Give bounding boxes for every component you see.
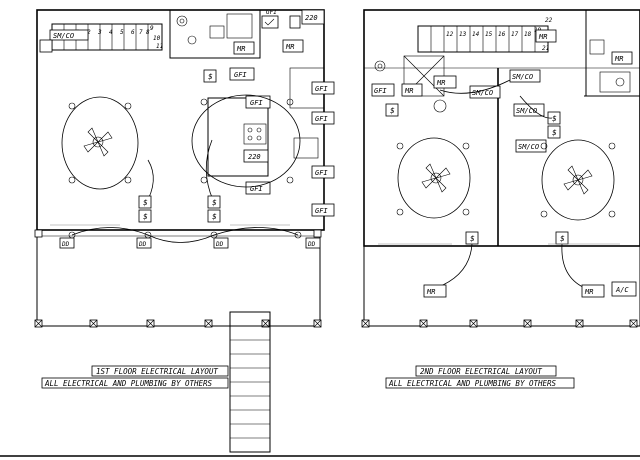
porch-posts	[34, 229, 322, 328]
stair-number: 3	[97, 29, 102, 36]
stair-number: 15	[485, 31, 493, 38]
smoke-co-detector-label: SM/CO	[472, 89, 493, 97]
gfi-label: GFI	[266, 9, 277, 16]
motion-light-label: MR	[426, 288, 435, 296]
gfi-label: GFI	[315, 85, 328, 93]
switch-symbol: $	[212, 212, 217, 221]
ceiling-fan-icon	[421, 163, 451, 193]
stair-number: 7	[139, 29, 143, 36]
stair-number: 11	[156, 43, 163, 50]
stair-number: 22	[545, 17, 553, 24]
stair-number: 21	[542, 45, 549, 52]
balcony-posts	[361, 319, 638, 328]
switch-symbol: $	[143, 212, 148, 221]
second-floor-caption-title: 2ND FLOOR ELECTRICAL LAYOUT	[420, 367, 542, 376]
gfi-label: GFI	[250, 185, 263, 193]
stair-number: 12	[446, 31, 454, 38]
gfi-label: GFI	[315, 169, 328, 177]
dusk-dawn-light-label: DD	[215, 241, 224, 248]
motion-light-label: MR	[614, 55, 623, 63]
dusk-dawn-light-label: DD	[307, 241, 316, 248]
second-floor-plan: 12 13 14 15 16 17 18 19 20 21 22 MR MR M…	[361, 9, 640, 389]
stair-number: 2	[87, 29, 91, 36]
first-floor-porch	[36, 229, 321, 327]
stair-number: 16	[498, 31, 506, 38]
exterior-stairs	[229, 311, 271, 453]
switch-symbol: $	[390, 106, 395, 115]
motion-light-label: MR	[584, 288, 593, 296]
switch-symbol: $	[470, 234, 475, 243]
second-floor-walls	[363, 9, 640, 247]
dusk-dawn-light-label: DD	[61, 241, 70, 248]
switch-symbol: $	[552, 114, 557, 123]
interior-staircase-2: 12 13 14 15 16 17 18 19 20 21 22	[417, 17, 553, 53]
stair-number: 17	[511, 31, 519, 38]
second-floor-caption-note: ALL ELECTRICAL AND PLUMBING BY OTHERS	[388, 379, 557, 388]
stair-number: 6	[131, 29, 135, 36]
gfi-label: GFI	[374, 87, 387, 95]
smoke-co-detector-label: SM/CO	[516, 107, 537, 115]
ceiling-fan-icon	[563, 165, 593, 195]
gfi-label: GFI	[234, 71, 247, 79]
ceiling-light-fixtures	[396, 142, 616, 218]
outlet-220-label: 220	[248, 153, 261, 161]
air-conditioner-label: A/C	[615, 286, 629, 294]
outlet-220-label: 220	[305, 14, 318, 22]
motion-light-label: MR	[538, 33, 547, 41]
first-floor-walls	[36, 9, 325, 231]
switch-symbol: $	[552, 128, 557, 137]
switch-symbol: $	[143, 198, 148, 207]
motion-light-label: MR	[404, 87, 413, 95]
switch-symbol: $	[560, 234, 565, 243]
first-floor-bathroom: 220 GFI	[169, 9, 325, 59]
kitchen-island: GFI 220 GFI	[207, 95, 271, 195]
gfi-label: GFI	[250, 99, 263, 107]
stair-number: 9	[150, 25, 154, 32]
stair-number: 14	[472, 31, 480, 38]
first-floor-plan: 1 2 3 4 5 6 7 8 9 10 11 220 GFI SM/CO	[34, 9, 335, 453]
gfi-label: GFI	[315, 207, 328, 215]
motion-light-label: MR	[285, 43, 294, 51]
second-floor-balcony	[363, 245, 640, 327]
stair-number: 5	[120, 29, 124, 36]
stair-number: 10	[153, 35, 161, 42]
motion-light-label: MR	[436, 79, 445, 87]
motion-light-label: MR	[236, 45, 245, 53]
ceiling-fan-icon	[83, 127, 113, 157]
gfi-label: GFI	[315, 115, 328, 123]
smoke-co-detector-label: SM/CO	[512, 73, 533, 81]
switch-symbol: $	[212, 198, 217, 207]
stair-number: 8	[146, 29, 150, 36]
first-floor-caption-title: 1ST FLOOR ELECTRICAL LAYOUT	[96, 367, 218, 376]
stair-number: 13	[459, 31, 467, 38]
smoke-co-detector-label: SM/CO	[53, 32, 74, 40]
switch-symbol: $	[208, 72, 213, 81]
first-floor-caption-note: ALL ELECTRICAL AND PLUMBING BY OTHERS	[44, 379, 213, 388]
ceiling-light-fixtures	[68, 98, 302, 239]
stair-number: 4	[109, 29, 113, 36]
stair-number: 18	[524, 31, 532, 38]
dusk-dawn-light-label: DD	[138, 241, 147, 248]
smoke-co-detector-label: SM/CO	[518, 143, 539, 151]
